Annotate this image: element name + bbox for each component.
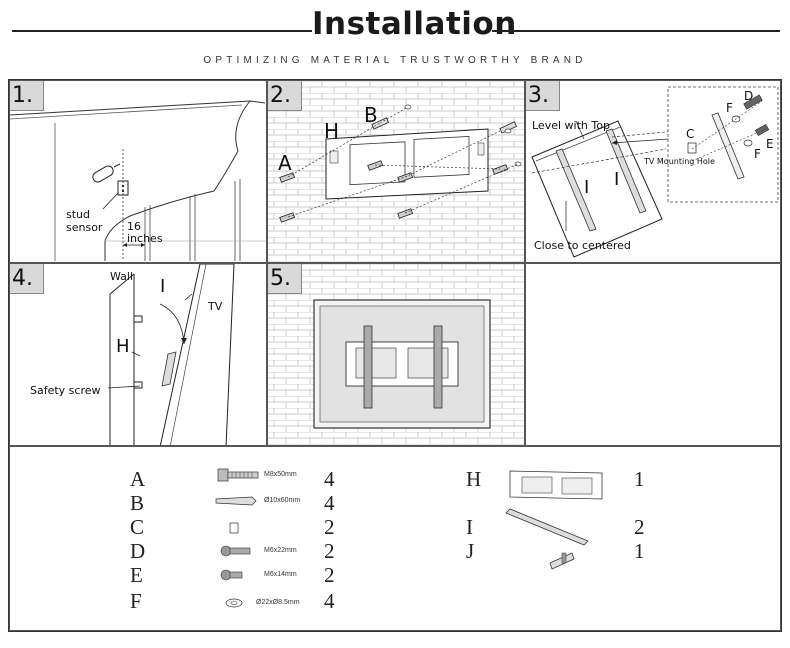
sixteen-inches-label: 16 inches — [127, 221, 163, 245]
step-3-panel: 3. Level with Top Close to centered TV M… — [525, 80, 781, 263]
part-i-callout: I — [160, 276, 165, 297]
wall-plate-icon — [510, 471, 602, 499]
part-h-callout: H — [324, 119, 339, 143]
step-2-panel: 2. A B H — [267, 80, 525, 263]
part-e-letter: E — [130, 563, 143, 588]
part-d-spec: M6x22mm — [264, 547, 297, 554]
level-with-top-label: Level with Top — [532, 119, 610, 132]
part-h-callout: H — [116, 336, 130, 357]
part-b-callout: B — [364, 103, 378, 127]
instruction-grid: 1. stud sensor 16 inches — [8, 79, 782, 632]
part-f-callout-1: F — [726, 101, 733, 115]
part-j-qty: 1 — [634, 539, 645, 564]
part-f-qty: 4 — [324, 589, 335, 614]
part-d-callout: D — [744, 89, 753, 103]
part-b-letter: B — [130, 491, 144, 516]
part-b-spec: Ø10x60mm — [264, 497, 300, 504]
wall-label: Wall — [110, 270, 133, 283]
tv-mounting-hole-label: TV Mounting Hole — [644, 157, 715, 166]
stud-sensor-label: stud sensor — [66, 208, 102, 234]
part-a-callout: A — [278, 151, 292, 175]
tv-label: TV — [208, 300, 222, 313]
step-4-illustration — [10, 264, 267, 446]
step-4-number: 4. — [10, 264, 44, 294]
part-i-letter: I — [466, 515, 473, 540]
part-i-callout-1: I — [584, 177, 589, 198]
part-d-letter: D — [130, 539, 145, 564]
spacer-icon — [230, 523, 238, 533]
parts-list-panel: A M8x50mm 4 B Ø10x60mm 4 C 2 D M6x22mm 2… — [9, 446, 781, 631]
part-a-letter: A — [130, 467, 145, 492]
step-1-number: 1. — [10, 81, 44, 111]
tv-bracket-arm-icon — [506, 509, 588, 545]
washer-icon — [226, 599, 242, 607]
parts-icons — [10, 447, 781, 631]
empty-panel — [525, 263, 781, 446]
part-h-letter: H — [466, 467, 481, 492]
part-c-letter: C — [130, 515, 144, 540]
part-b-qty: 4 — [324, 491, 335, 516]
part-i-callout-2: I — [614, 169, 619, 190]
part-f-spec: Ø22xØ8.5mm — [256, 599, 300, 606]
title-rule-left — [12, 30, 312, 32]
step-4-panel: 4. Wall TV I H Safety screw — [9, 263, 267, 446]
step-2-illustration — [268, 81, 525, 263]
part-e-callout: E — [766, 137, 774, 151]
header: Installation — [12, 6, 780, 46]
part-a-spec: M8x50mm — [264, 471, 297, 478]
part-e-spec: M6x14mm — [264, 571, 297, 578]
page-subtitle: OPTIMIZING MATERIAL TRUSTWORTHY BRAND — [0, 55, 790, 66]
part-e-qty: 2 — [324, 563, 335, 588]
step-5-number: 5. — [268, 264, 302, 294]
clip-icon — [550, 553, 574, 569]
title-rule-right — [492, 30, 780, 32]
part-f-letter: F — [130, 589, 142, 614]
close-to-centered-label: Close to centered — [534, 239, 631, 252]
screw-short-icon — [221, 570, 242, 580]
wall-anchor-icon — [216, 497, 256, 505]
part-f-callout-2: F — [754, 147, 761, 161]
lag-bolt-icon — [218, 469, 258, 481]
part-i-qty: 2 — [634, 515, 645, 540]
part-d-qty: 2 — [324, 539, 335, 564]
step-3-number: 3. — [526, 81, 560, 111]
step-3-illustration — [526, 81, 781, 263]
step-5-illustration — [268, 264, 525, 446]
page-title: Installation — [312, 6, 492, 42]
step-5-panel: 5. — [267, 263, 525, 446]
part-h-qty: 1 — [634, 467, 645, 492]
screw-long-icon — [221, 546, 250, 556]
part-c-callout: C — [686, 127, 694, 141]
part-c-qty: 2 — [324, 515, 335, 540]
safety-screw-label: Safety screw — [30, 384, 101, 397]
part-a-qty: 4 — [324, 467, 335, 492]
step-1-panel: 1. stud sensor 16 inches — [9, 80, 267, 263]
step-2-number: 2. — [268, 81, 302, 111]
part-j-letter: J — [466, 539, 474, 564]
